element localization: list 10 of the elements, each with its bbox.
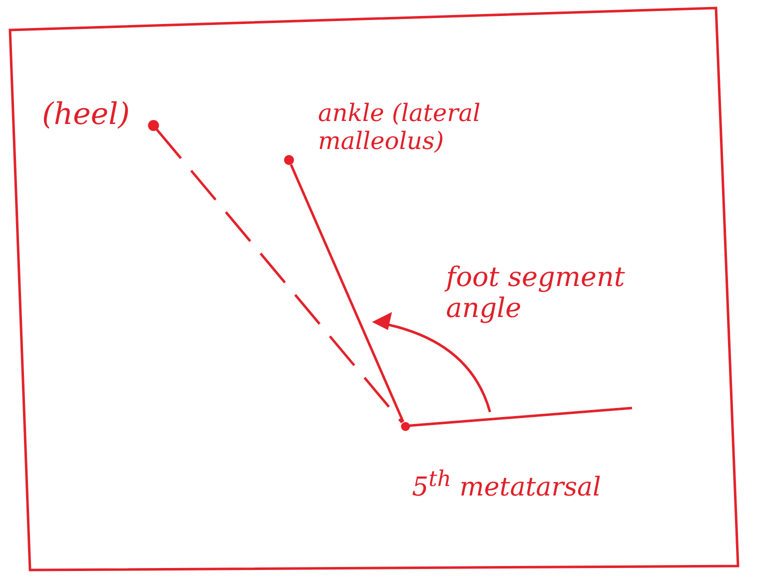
dashed-line	[156, 128, 404, 424]
line	[290, 164, 404, 422]
point-marker	[284, 155, 294, 165]
line	[409, 406, 632, 427]
point-label: (heel)	[42, 98, 131, 132]
point-marker	[148, 120, 158, 130]
point-marker	[400, 422, 410, 430]
point-label: ankle (lateral malleolus)	[318, 100, 482, 156]
point-label: 5$^{th}$ metatarsal	[412, 468, 602, 504]
angle-label: foot segment angle	[446, 262, 626, 324]
